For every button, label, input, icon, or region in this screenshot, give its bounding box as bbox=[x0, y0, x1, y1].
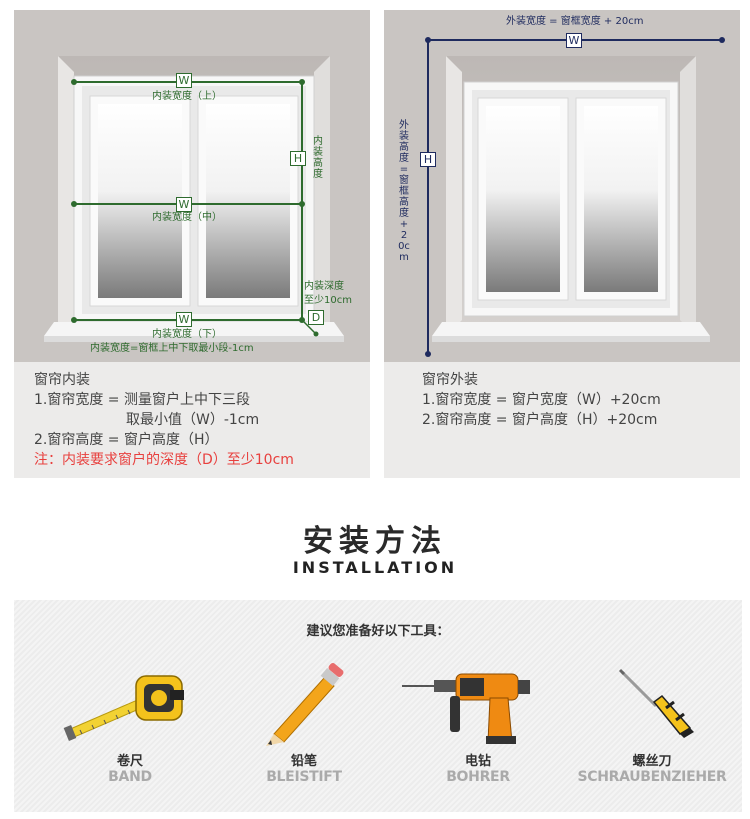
pencil-icon bbox=[266, 663, 344, 746]
tape-measure-icon bbox=[63, 675, 184, 741]
inner-window-illustration bbox=[44, 56, 344, 342]
outer-notes-line1: 1.窗帘宽度 = 窗户宽度（W）+20cm bbox=[422, 392, 661, 408]
outer-width-label: 外装宽度 = 窗框宽度 + 20cm bbox=[506, 16, 644, 27]
inner-width-top-label: 内装宽度（上） bbox=[152, 91, 222, 102]
inner-notes-title: 窗帘内装 bbox=[34, 372, 90, 388]
inner-height-label: 内装高度 bbox=[313, 136, 323, 180]
outer-height-label: 外装高度=窗框高度+20cm bbox=[398, 120, 410, 263]
outer-window-illustration bbox=[425, 37, 725, 357]
drill-icon bbox=[402, 673, 530, 744]
tool-screwdriver: 螺丝刀 SCHRAUBENZIEHER bbox=[562, 660, 742, 810]
tools-panel: 建议您准备好以下工具： 卷尺 BAND 铅笔 BLEISTIFT bbox=[14, 600, 742, 812]
outer-mount-notes: 窗帘外装 1.窗帘宽度 = 窗户宽度（W）+20cm 2.窗帘高度 = 窗户高度… bbox=[422, 370, 661, 430]
tool-screwdriver-zh: 螺丝刀 bbox=[632, 754, 672, 769]
inner-width-middle-marker: W bbox=[176, 197, 192, 212]
inner-notes-line3: 2.窗帘高度 = 窗户高度（H） bbox=[34, 432, 219, 448]
inner-width-bottom-marker: W bbox=[176, 312, 192, 327]
tool-pencil-zh: 铅笔 bbox=[290, 754, 317, 769]
inner-notes-warning: 注：内装要求窗户的深度（D）至少10cm bbox=[34, 452, 294, 468]
inner-width-middle-label: 内装宽度（中） bbox=[152, 212, 222, 223]
inner-depth-label-2: 至少10cm bbox=[304, 295, 352, 306]
inner-notes-line2: 取最小值（W）-1cm bbox=[126, 412, 260, 428]
inner-mount-notes: 窗帘内装 1.窗帘宽度 = 测量窗户上中下三段 取最小值（W）-1cm 2.窗帘… bbox=[34, 370, 294, 470]
installation-title-zh: 安装方法 bbox=[303, 524, 447, 559]
tool-tape-measure-zh: 卷尺 bbox=[116, 754, 143, 769]
tool-screwdriver-en: SCHRAUBENZIEHER bbox=[577, 769, 727, 785]
outer-width-marker: W bbox=[566, 33, 582, 48]
inner-depth-marker: D bbox=[308, 310, 324, 325]
tools-heading: 建议您准备好以下工具： bbox=[306, 624, 450, 639]
tool-pencil: 铅笔 BLEISTIFT bbox=[214, 660, 394, 810]
outer-notes-line2: 2.窗帘高度 = 窗户高度（H）+20cm bbox=[422, 412, 658, 428]
inner-mount-diagram: W 内装宽度（上） W 内装宽度（中） W 内装宽度（下） H 内装高度 内装深… bbox=[14, 10, 370, 362]
tool-drill-zh: 电钻 bbox=[464, 754, 491, 769]
tool-drill: 电钻 BOHRER bbox=[388, 660, 568, 810]
outer-mount-diagram: 外装宽度 = 窗框宽度 + 20cm W H 外装高度=窗框高度+20cm bbox=[384, 10, 740, 362]
inner-depth-label-1: 内装深度 bbox=[304, 281, 344, 292]
outer-notes-title: 窗帘外装 bbox=[422, 372, 478, 388]
tool-drill-en: BOHRER bbox=[446, 769, 510, 785]
screwdriver-icon bbox=[618, 668, 694, 738]
outer-height-marker: H bbox=[420, 152, 436, 167]
inner-width-rule-note: 内装宽度=窗框上中下取最小段-1cm bbox=[90, 343, 254, 354]
inner-width-top-marker: W bbox=[176, 73, 192, 88]
inner-mount-panel: W 内装宽度（上） W 内装宽度（中） W 内装宽度（下） H 内装高度 内装深… bbox=[14, 10, 370, 478]
installation-title-en: INSTALLATION bbox=[292, 558, 458, 577]
inner-height-marker: H bbox=[290, 151, 306, 166]
tool-tape-measure-en: BAND bbox=[108, 769, 152, 785]
inner-notes-line1: 1.窗帘宽度 = 测量窗户上中下三段 bbox=[34, 392, 250, 408]
tool-pencil-en: BLEISTIFT bbox=[266, 769, 342, 785]
tool-tape-measure: 卷尺 BAND bbox=[40, 660, 220, 810]
outer-mount-panel: 外装宽度 = 窗框宽度 + 20cm W H 外装高度=窗框高度+20cm 窗帘… bbox=[384, 10, 740, 478]
inner-width-bottom-label: 内装宽度（下） bbox=[152, 329, 222, 340]
